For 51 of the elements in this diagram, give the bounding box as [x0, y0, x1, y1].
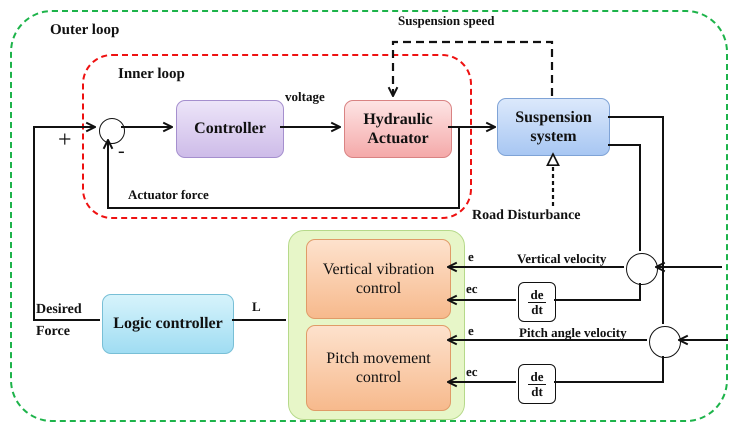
denominator-text: dt	[528, 384, 546, 398]
disturbance-label: Road Disturbance	[472, 208, 622, 228]
control-box: Pitch movement control	[306, 325, 451, 411]
controller-box: Controller	[176, 100, 284, 158]
actuator-box: Hydraulic Actuator	[344, 100, 452, 158]
arrow	[280, 122, 341, 132]
dashed-arrow	[546, 153, 560, 206]
summing-junction	[626, 253, 658, 285]
suspension-box: Suspension system	[497, 98, 610, 156]
arrow	[121, 122, 173, 132]
denominator-text: dt	[528, 302, 546, 316]
signal-label: ec	[466, 282, 478, 295]
edge-label: L	[252, 300, 261, 314]
dashed-arrow	[388, 40, 554, 97]
derivative-box	[518, 364, 556, 404]
edge-label: Suspension speed	[398, 14, 494, 28]
logic-controller-box: Logic controller	[102, 294, 234, 354]
region-title: Inner loop	[118, 66, 185, 83]
signal-label: e	[468, 250, 474, 263]
inner-loop-region	[82, 54, 472, 219]
outer-loop-region	[10, 10, 728, 422]
edge-label: Actuator force	[128, 188, 209, 202]
arrow	[447, 376, 516, 388]
control-box: Vertical vibration control	[306, 239, 451, 319]
connector-line	[232, 319, 286, 321]
arrow	[447, 334, 647, 346]
edge-label: Vertical velocity	[517, 252, 606, 266]
signal-label: ec	[466, 365, 478, 378]
signal-label: e	[468, 324, 474, 337]
connector-line	[554, 356, 664, 383]
region-title: Outer loop	[50, 22, 120, 39]
derivative-box	[518, 282, 556, 322]
summing-junction	[649, 326, 681, 358]
edge-label: voltage	[285, 90, 325, 104]
edge-label: Pitch angle velocity	[519, 326, 627, 340]
arrow	[655, 262, 722, 272]
control-group-panel	[288, 230, 465, 420]
connector-line	[608, 116, 664, 324]
connector-line	[554, 283, 641, 301]
arrow	[447, 262, 624, 272]
arrow	[678, 334, 728, 346]
numerator-text: de	[530, 370, 544, 384]
arrow	[447, 294, 516, 306]
arrow	[33, 122, 100, 321]
numerator-text: de	[530, 288, 544, 302]
arrow	[102, 126, 460, 209]
edge-label: Desired Force	[36, 301, 83, 341]
connector-line	[608, 144, 641, 251]
summing-junction	[99, 118, 125, 144]
sign-symbol: +	[58, 128, 72, 152]
sign-symbol: -	[118, 141, 125, 161]
